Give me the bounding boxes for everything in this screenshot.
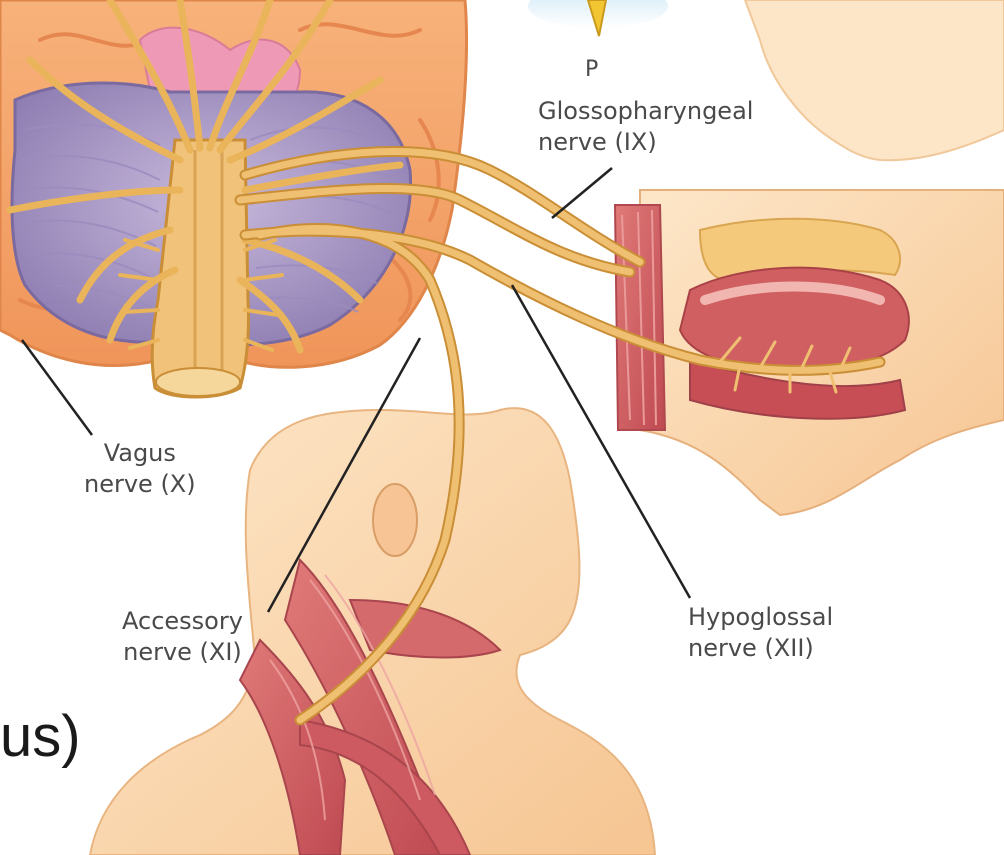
label-line-2: nerve (X) <box>84 469 196 500</box>
label-line-2: nerve (XII) <box>688 633 833 664</box>
label-hypoglossal-nerve: Hypoglossal nerve (XII) <box>688 602 833 664</box>
label-line-2: nerve (IX) <box>538 127 753 158</box>
label-line-1: Glossopharyngeal <box>538 96 753 127</box>
label-line-2: nerve (XI) <box>122 637 243 668</box>
leader-line-glossopharyngeal <box>552 168 612 218</box>
label-line-1: Accessory <box>122 606 243 637</box>
face-profile-top <box>745 0 1004 160</box>
top-marker <box>528 0 668 36</box>
label-p: P <box>585 54 598 85</box>
slide-text-fragment: us) <box>0 702 81 772</box>
label-glossopharyngeal-nerve: Glossopharyngeal nerve (IX) <box>538 96 753 158</box>
label-line-1: Hypoglossal <box>688 602 833 633</box>
label-accessory-nerve: Accessory nerve (XI) <box>122 606 243 668</box>
label-vagus-nerve: Vagus nerve (X) <box>84 438 196 500</box>
label-line-1: Vagus <box>84 438 196 469</box>
